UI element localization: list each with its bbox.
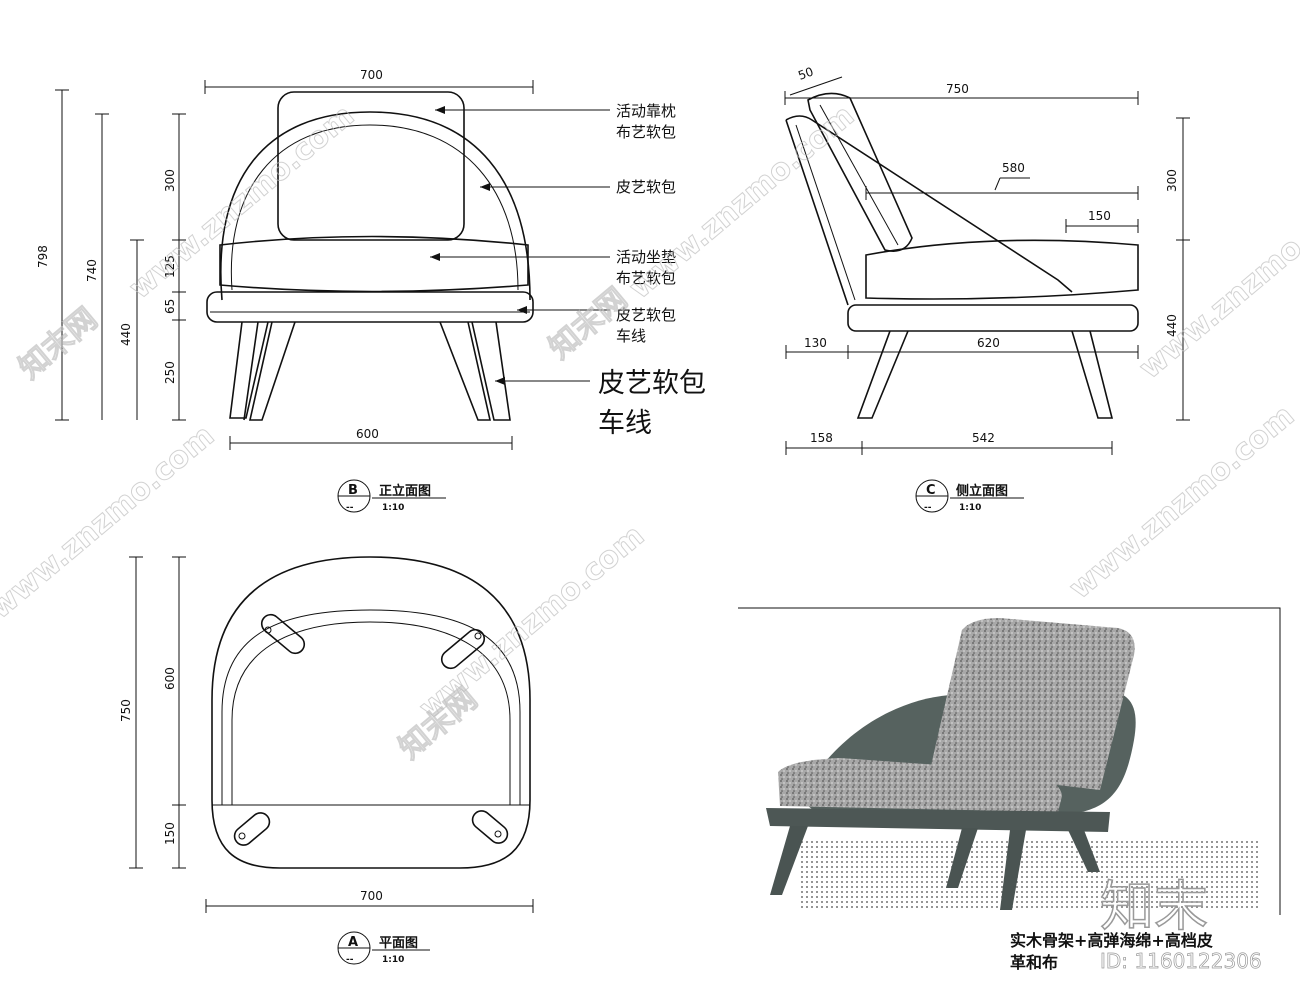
dim-side-542: 542 [972, 431, 995, 445]
label-base-2: 车线 [616, 327, 646, 345]
product-render: 实木骨架+高弹海绵+高档皮 革和布 [738, 607, 1281, 972]
dim-front-h-250: 250 [163, 361, 177, 384]
svg-text:1:10: 1:10 [382, 955, 404, 965]
dim-front-h-65: 65 [163, 299, 177, 314]
side-view: 750 50 580 150 130 620 158 542 300 440 [784, 64, 1190, 513]
label-leg-big-1: 皮艺软包 [598, 368, 706, 399]
label-base-1: 皮艺软包 [616, 306, 676, 324]
render-leg-4 [1000, 830, 1026, 910]
dim-front-width-top: 700 [360, 68, 383, 82]
caption-line-2: 革和布 [1010, 953, 1058, 972]
side-seat-cushion [865, 239, 1139, 300]
dim-front-h-440: 440 [119, 323, 133, 346]
svg-text:C: C [926, 483, 936, 498]
render-leg-3 [1068, 830, 1100, 872]
side-base [847, 304, 1139, 332]
plan-shell-inner [231, 621, 511, 805]
render-leg-2 [946, 828, 978, 888]
front-view-title: 正立面图 [379, 483, 431, 499]
front-pillow [277, 91, 465, 241]
dim-side-h-440: 440 [1165, 314, 1179, 337]
side-leg-back [1071, 330, 1114, 419]
dim-side-h-300: 300 [1165, 169, 1179, 192]
front-seat-cushion [219, 235, 529, 293]
label-cushion-1: 活动坐垫 [616, 248, 676, 266]
title-front-view: B -- 正立面图 1:10 [337, 479, 446, 513]
dim-side-620: 620 [977, 336, 1000, 350]
front-base [206, 291, 534, 323]
dim-plan-600: 600 [163, 667, 177, 690]
watermark-cn-1: 知末网 [13, 301, 104, 386]
dim-side-150: 150 [1088, 209, 1111, 223]
dim-front-h-740: 740 [85, 259, 99, 282]
label-cushion-2: 布艺软包 [616, 269, 676, 287]
plan-leg-bottom-left [233, 812, 271, 846]
front-leg-left [229, 321, 269, 421]
label-pillow-1: 活动靠枕 [616, 102, 676, 120]
svg-text:B: B [348, 483, 358, 498]
dim-front-width-bottom: 600 [356, 427, 379, 441]
plan-view-title: 平面图 [379, 936, 418, 951]
label-leg-big-2: 车线 [598, 408, 652, 439]
svg-text:A: A [348, 935, 358, 950]
plan-leg-top-left [260, 613, 306, 655]
title-plan-view: A -- 平面图 1:10 [337, 931, 430, 965]
dim-side-580: 580 [1002, 161, 1025, 175]
svg-text:1:10: 1:10 [382, 503, 404, 513]
dim-plan-depth: 750 [119, 699, 133, 722]
dim-side-130: 130 [804, 336, 827, 350]
front-view: 700 600 798 740 440 300 125 65 250 活动靠枕 … [36, 68, 706, 513]
plan-view: 700 750 600 150 A -- 平面图 1:10 [119, 556, 534, 965]
dim-front-h-total: 798 [36, 245, 50, 268]
render-base [766, 808, 1110, 832]
plan-leg-bottom-right [471, 810, 509, 844]
render-seat-cushion [778, 758, 1062, 812]
watermark-3: www.znzmo.com [1133, 178, 1300, 386]
render-leg-1 [770, 826, 808, 895]
dim-side-158: 158 [810, 431, 833, 445]
label-pillow-2: 布艺软包 [616, 123, 676, 141]
svg-text:--: -- [924, 503, 932, 513]
front-leg-mid-left [249, 321, 296, 421]
render-back-pillow [930, 618, 1135, 790]
side-leg-front [856, 330, 909, 419]
dim-side-pillow-thick: 50 [796, 64, 815, 82]
side-view-title: 侧立面图 [956, 483, 1008, 499]
front-leg-mid-right [439, 321, 491, 421]
dim-front-h-125: 125 [163, 255, 177, 278]
dim-side-depth-top: 750 [946, 82, 969, 96]
plan-leg-top-right [440, 628, 486, 670]
side-back-frame [785, 115, 1073, 306]
svg-text:--: -- [346, 503, 354, 513]
dim-plan-width: 700 [360, 889, 383, 903]
id-watermark: ID: 1160122306 [1100, 949, 1262, 973]
logo-watermark: 知末 [1100, 875, 1208, 938]
watermark-6: www.znzmo.com [1063, 398, 1300, 606]
svg-text:1:10: 1:10 [959, 503, 981, 513]
svg-text:--: -- [346, 955, 354, 965]
plan-outer-outline [211, 556, 531, 869]
title-side-view: C -- 侧立面图 1:10 [915, 479, 1024, 513]
front-leg-right [471, 321, 511, 421]
dim-plan-150: 150 [163, 822, 177, 845]
front-shell-outline [220, 111, 531, 301]
label-shell: 皮艺软包 [616, 178, 676, 196]
caption-line-1: 实木骨架+高弹海绵+高档皮 [1010, 931, 1213, 950]
watermark-1: www.znzmo.com [123, 98, 361, 306]
watermark-4: www.znzmo.com [0, 418, 221, 626]
dim-front-h-300: 300 [163, 169, 177, 192]
